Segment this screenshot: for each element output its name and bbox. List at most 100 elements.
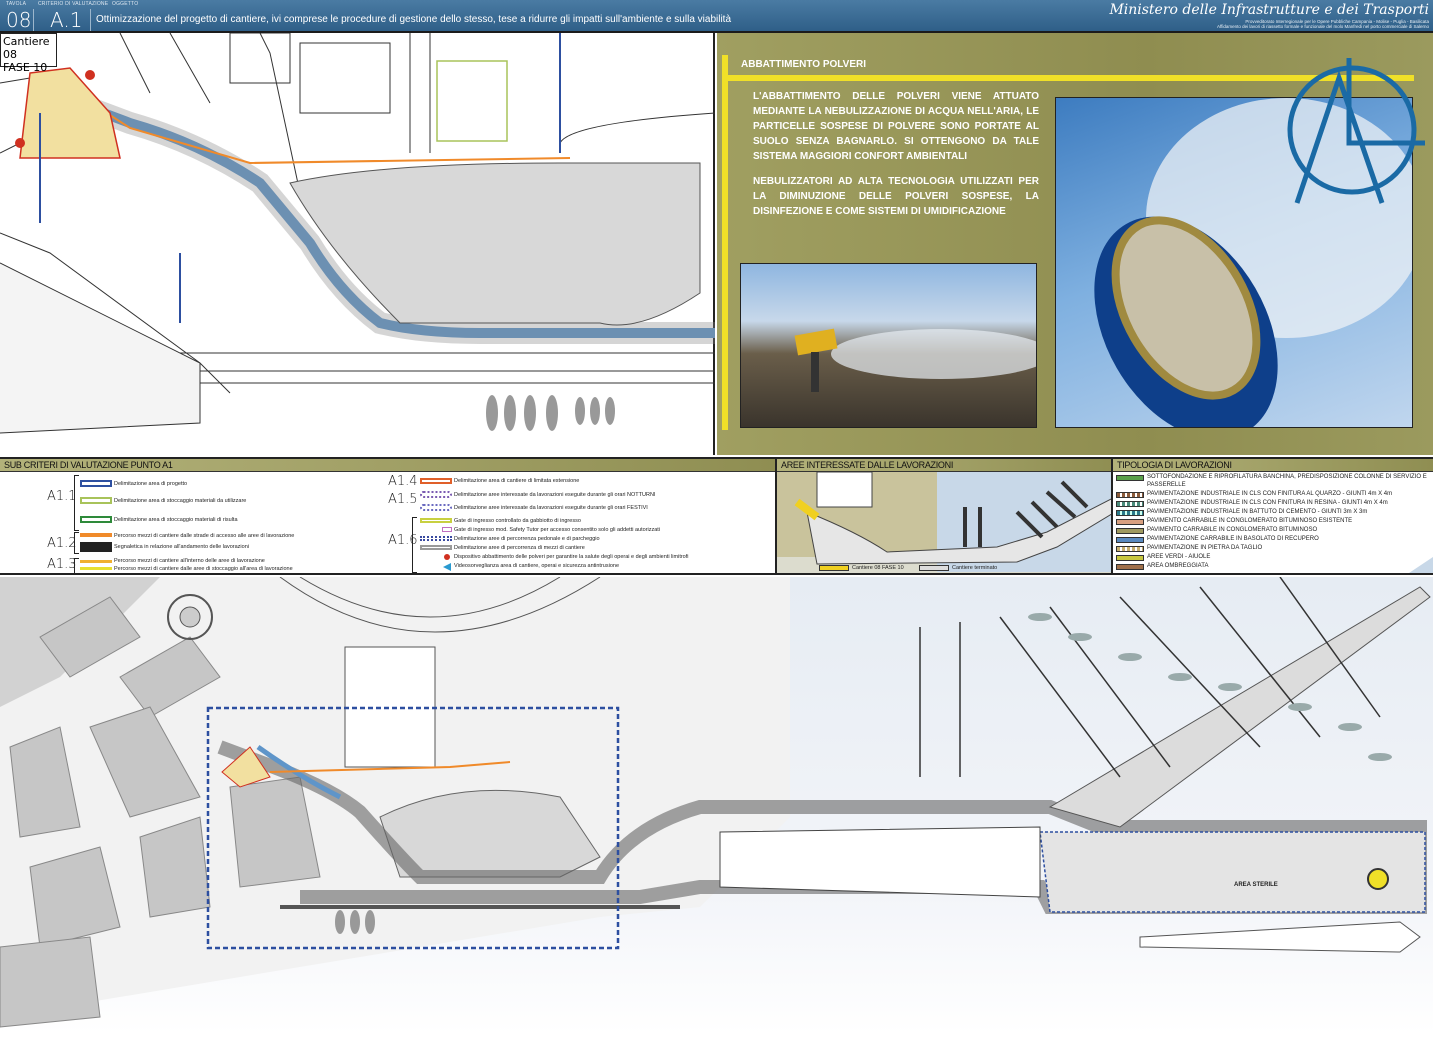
ministry-sub2: Affidamento dei lavori di riassetto form… xyxy=(1216,24,1429,29)
mist-cannon-graphic xyxy=(794,328,1036,392)
legend-item: Cantiere 08 FASE 10 xyxy=(852,565,904,571)
ministry-name: Ministero delle Infrastrutture e dei Tra… xyxy=(1109,2,1429,18)
work-type-label: PAVIMENTAZIONE CARRABILE IN BASOLATO DI … xyxy=(1147,535,1319,542)
legend-item: Delimitazione area di stoccaggio materia… xyxy=(114,498,247,504)
legend-item: Cantiere terminato xyxy=(952,565,998,571)
swatch xyxy=(1116,500,1144,507)
panel-paragraph-2: NEBULIZZATORI AD ALTA TECNOLOGIA UTILIZZ… xyxy=(753,176,1039,217)
legend-background xyxy=(1409,557,1433,573)
work-type-row: SOTTOFONDAZIONE E RIPROFILATURA BANCHINA… xyxy=(1116,474,1430,489)
code-a1-3: A1.3 xyxy=(47,557,77,572)
work-type-row: AREA OMBREGGIATA xyxy=(1116,563,1430,571)
bracket xyxy=(74,558,79,574)
swatch xyxy=(1116,536,1144,543)
swatch xyxy=(1116,554,1144,561)
work-type-row: PAVIMENTAZIONE CARRABILE IN BASOLATO DI … xyxy=(1116,536,1430,544)
swatch-holiday-works xyxy=(420,504,452,511)
swatch-finished-site xyxy=(919,565,949,571)
work-type-row: PAVIMENTO CARRABILE IN CONGLOMERATO BITU… xyxy=(1116,518,1430,526)
legend-item: Videosorveglianza area di cantiere, oper… xyxy=(454,563,619,569)
swatch-project-area xyxy=(80,480,112,487)
work-type-label: SOTTOFONDAZIONE E RIPROFILATURA BANCHINA… xyxy=(1147,474,1427,488)
swatch-night-works xyxy=(420,491,452,498)
work-type-label: PAVIMENTAZIONE IN PIETRA DA TAGLIO xyxy=(1147,544,1263,551)
legend-item: Percorso mezzi di cantiere all'interno d… xyxy=(114,558,265,564)
criterio-label: CRITERIO DI VALUTAZIONE xyxy=(38,1,109,7)
bracket xyxy=(74,532,79,554)
tavola-label: TAVOLA xyxy=(6,1,27,7)
title-block: TAVOLA 08 CRITERIO DI VALUTAZIONE A.1 OG… xyxy=(0,0,1433,33)
swatch-storage-waste xyxy=(80,516,112,523)
accent-bar-vertical xyxy=(722,55,728,430)
swatch-limited-area xyxy=(420,478,452,484)
swatch xyxy=(1116,509,1144,516)
work-types-list: SOTTOFONDAZIONE E RIPROFILATURA BANCHINA… xyxy=(1116,474,1430,570)
work-type-row: PAVIMENTAZIONE INDUSTRIALE IN CLS CON FI… xyxy=(1116,500,1430,508)
arrow-route-access xyxy=(80,533,112,537)
swatch-current-site xyxy=(819,565,849,571)
accent-bar-horizontal xyxy=(722,75,1414,81)
work-type-label: AREE VERDI - AIUOLE xyxy=(1147,553,1211,560)
bracket xyxy=(412,517,417,573)
work-type-label: AREA OMBREGGIATA xyxy=(1147,562,1209,569)
general-site-plan: AREA STERILE xyxy=(0,576,1433,1034)
legend-item: Delimitazione area di cantiere di limita… xyxy=(454,478,580,484)
legend-item: Gate di ingresso mod. Safety Tutor per a… xyxy=(454,526,661,533)
work-type-row: PAVIMENTO CARRABILE IN CONGLOMERATO BITU… xyxy=(1116,527,1430,535)
work-type-label: PAVIMENTAZIONE INDUSTRIALE IN CLS CON FI… xyxy=(1147,490,1393,497)
photo-nebulizer xyxy=(1055,97,1413,428)
work-type-row: PAVIMENTAZIONE INDUSTRIALE IN BATTUTO DI… xyxy=(1116,509,1430,517)
oggetto-label: OGGETTO xyxy=(112,1,139,7)
legend-item: Percorso mezzi di cantiere dalle aree di… xyxy=(114,566,293,572)
legend-item: Segnaletica in relazione all'andamento d… xyxy=(114,544,249,550)
arrow-route-storage xyxy=(80,567,112,570)
phase-cantiere: Cantiere 08 xyxy=(3,35,50,61)
work-types-title: TIPOLOGIA DI LAVORAZIONI xyxy=(1113,459,1433,472)
code-a1-6: A1.6 xyxy=(388,533,418,548)
affected-areas-title: AREE INTERESSATE DALLE LAVORAZIONI xyxy=(777,459,1111,472)
code-a1-5: A1.5 xyxy=(388,492,418,507)
affected-areas-map: AREE INTERESSATE DALLE LAVORAZIONI Canti… xyxy=(775,457,1113,575)
swatch xyxy=(1116,518,1144,525)
work-type-row: PAVIMENTAZIONE IN PIETRA DA TAGLIO xyxy=(1116,545,1430,553)
criterio-code: A.1 xyxy=(50,8,83,32)
code-a1-4: A1.4 xyxy=(388,474,418,489)
ministry-logo: Ministero delle Infrastrutture e dei Tra… xyxy=(1109,2,1429,29)
photo-mist-cannon xyxy=(740,263,1037,428)
swatch-pedestrian xyxy=(420,536,452,541)
signage-icon xyxy=(80,542,112,552)
work-type-label: PAVIMENTO CARRABILE IN CONGLOMERATO BITU… xyxy=(1147,517,1353,524)
code-a1-1: A1.1 xyxy=(47,489,77,504)
mini-map-drawing xyxy=(777,472,1111,572)
board-title: Ottimizzazione del progetto di cantiere,… xyxy=(96,14,732,25)
al-logo xyxy=(1287,58,1425,204)
legend-item: Delimitazione aree di percorrenza di mez… xyxy=(454,545,585,551)
general-plan-drawing xyxy=(0,576,1431,1028)
bracket xyxy=(74,475,79,531)
site-plan-detail: Cantiere 08 FASE 10 xyxy=(0,32,716,455)
swatch xyxy=(1116,527,1144,534)
legend-item: Delimitazione area di stoccaggio materia… xyxy=(114,517,238,523)
swatch xyxy=(1116,475,1144,481)
ministry-sub1: Provveditorato Interregionale per le Ope… xyxy=(1245,19,1429,24)
swatch-vehicles xyxy=(420,545,452,550)
panel-text: L'ABBATTIMENTO DELLE POLVERI VIENE ATTUA… xyxy=(753,89,1039,229)
work-types-legend: TIPOLOGIA DI LAVORAZIONI SOTTOFONDAZIONE… xyxy=(1113,457,1433,575)
work-type-row: AREE VERDI - AIUOLE xyxy=(1116,554,1430,562)
panel-paragraph-1: L'ABBATTIMENTO DELLE POLVERI VIENE ATTUA… xyxy=(753,91,1039,162)
work-type-label: PAVIMENTAZIONE INDUSTRIALE IN CLS CON FI… xyxy=(1147,499,1388,506)
panel-title: ABBATTIMENTO POLVERI xyxy=(741,59,866,70)
phase-fase: FASE 10 xyxy=(3,61,48,74)
legend-item: Delimitazione aree interessate da lavora… xyxy=(454,492,656,498)
work-type-label: PAVIMENTAZIONE INDUSTRIALE IN BATTUTO DI… xyxy=(1147,508,1368,515)
divider xyxy=(90,9,91,31)
area-sterile-label: AREA STERILE xyxy=(1234,882,1278,888)
dust-abatement-panel: ABBATTIMENTO POLVERI L'ABBATTIMENTO DELL… xyxy=(717,33,1433,455)
legend-item: Delimitazione area di progetto xyxy=(114,481,188,487)
site-plan-drawing xyxy=(0,32,716,434)
swatch xyxy=(1116,563,1144,570)
legend-item: Delimitazione aree interessate da lavora… xyxy=(454,505,648,511)
legend-item: Percorso mezzi di cantiere dalle strade … xyxy=(114,533,295,539)
tavola-number: 08 xyxy=(6,8,32,32)
work-type-row: PAVIMENTAZIONE INDUSTRIALE IN CLS CON FI… xyxy=(1116,491,1430,499)
